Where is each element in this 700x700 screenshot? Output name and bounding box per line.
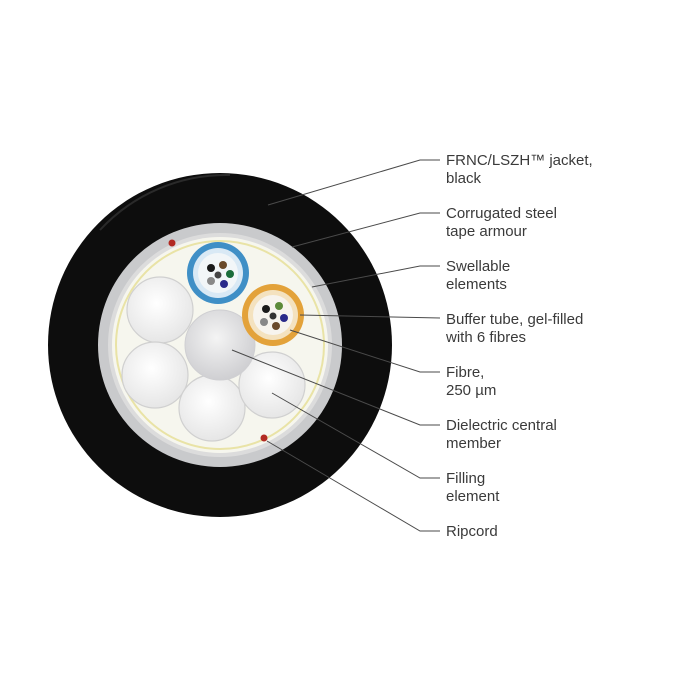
leader-central: [231, 349, 440, 426]
label-central-member: Dielectric central member: [446, 417, 561, 452]
leader-armour: [291, 212, 440, 248]
filling-element: [126, 276, 194, 344]
buffer-tube-orange: [242, 284, 304, 346]
filling-element: [238, 351, 306, 419]
filling-element: [178, 374, 246, 442]
leader-fibre: [289, 329, 440, 373]
label-armour: Corrugated steel tape armour: [446, 205, 561, 240]
label-swellable: Swellable elements: [446, 258, 514, 293]
ripcord-dot: [260, 434, 268, 442]
leader-lines: [231, 159, 441, 532]
dielectric-central-member: [184, 309, 256, 381]
filling-elements: [121, 276, 306, 442]
leader-filling: [271, 392, 440, 479]
leader-swellable: [311, 265, 440, 288]
buffer-tube-blue: [187, 242, 249, 304]
label-buffer-tube: Buffer tube, gel-filled with 6 fibres: [445, 311, 587, 346]
leader-jacket: [267, 159, 440, 206]
ripcord-dot: [168, 239, 176, 247]
swellable-ring: [115, 240, 325, 450]
label-ripcord: Ripcord: [446, 523, 498, 540]
label-jacket: FRNC/LSZH™ jacket, black: [446, 152, 597, 187]
label-fibre: Fibre, 250 µm: [446, 364, 496, 399]
leader-buffer: [299, 314, 441, 319]
filling-element: [121, 341, 189, 409]
label-filling-element: Filling element: [446, 470, 500, 505]
jacket-highlight: [99, 173, 231, 231]
leader-ripcord: [266, 440, 440, 532]
